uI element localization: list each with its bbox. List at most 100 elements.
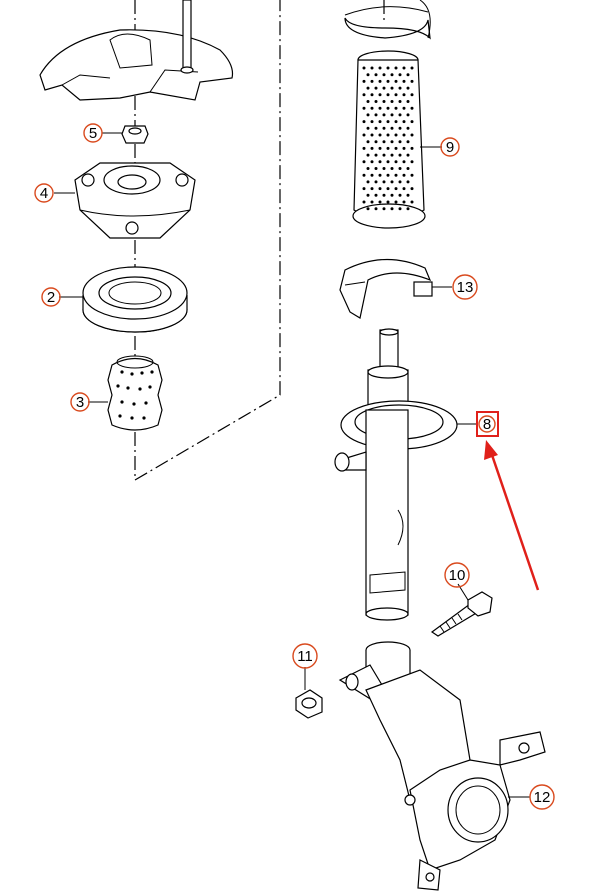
- boot-perforation: [394, 200, 398, 204]
- boot-perforation: [386, 146, 390, 150]
- boot-perforation: [390, 193, 394, 197]
- nut-part-11: [295, 667, 323, 719]
- boot-perforation: [370, 120, 374, 124]
- boot-perforation: [402, 160, 406, 164]
- boot-perforation: [378, 120, 382, 124]
- callout-label: 2: [47, 289, 55, 306]
- nut-part-5: [102, 125, 149, 144]
- boot-perforation: [362, 120, 366, 124]
- boot-perforation: [386, 66, 390, 70]
- boot-perforation: [390, 167, 394, 170]
- boot-perforation: [366, 86, 370, 90]
- boot-perforation: [378, 133, 382, 137]
- boot-perforation: [398, 207, 402, 211]
- boot-perforation: [378, 106, 382, 110]
- boot-perforation: [410, 187, 414, 191]
- boot-perforation: [394, 187, 398, 191]
- boot-perforation: [394, 79, 398, 83]
- boot-perforation: [382, 180, 386, 184]
- boot-perforation: [386, 160, 390, 164]
- boot-perforation: [378, 200, 382, 204]
- boot-perforation: [390, 100, 394, 103]
- boot-perforation: [386, 120, 390, 124]
- boot-perforation: [374, 167, 378, 170]
- boot-perforation: [390, 126, 394, 130]
- boot-perforation: [398, 153, 402, 157]
- boot-perforation: [406, 113, 410, 117]
- boot-perforation: [402, 133, 406, 137]
- boot-perforation: [398, 100, 402, 103]
- boot-perforation: [366, 126, 370, 130]
- callout-label: 13: [457, 279, 474, 296]
- boot-perforation: [410, 106, 414, 110]
- boot-perforation: [402, 93, 406, 97]
- boot-perforation: [374, 180, 378, 184]
- callout-8: 8: [476, 411, 499, 437]
- boot-perforation: [410, 173, 414, 177]
- dust-boot-part-9: [352, 50, 442, 229]
- strut-mount-part-4: [54, 162, 196, 239]
- callout-11: 11: [292, 643, 318, 669]
- boot-perforation: [402, 120, 406, 124]
- boot-perforation: [370, 173, 374, 177]
- boot-perforation: [394, 173, 398, 177]
- boot-perforation: [386, 93, 390, 97]
- boot-perforation: [366, 153, 370, 157]
- boot-perforation: [370, 146, 374, 150]
- boot-perforation: [410, 66, 414, 70]
- boot-perforation: [406, 100, 410, 103]
- boot-perforation: [410, 146, 414, 150]
- callout-label: 8: [483, 416, 491, 433]
- boot-perforation: [386, 106, 390, 110]
- boot-perforation: [386, 79, 390, 83]
- boot-perforation: [362, 93, 366, 97]
- boot-perforation: [366, 193, 370, 197]
- boot-perforation: [410, 93, 414, 97]
- boot-perforation: [390, 140, 394, 144]
- protective-cap: [39, 0, 234, 101]
- boot-perforation: [374, 153, 378, 157]
- boot-perforation: [382, 73, 386, 77]
- boot-perforation: [386, 187, 390, 191]
- bolt-part-10: [430, 583, 493, 637]
- boot-perforation: [366, 100, 370, 103]
- bump-stop-part-3: [88, 355, 163, 431]
- boot-perforation: [406, 207, 410, 211]
- boot-perforation: [410, 133, 414, 137]
- boot-perforation: [378, 93, 382, 97]
- boot-perforation: [406, 167, 410, 170]
- boot-perforation: [362, 187, 366, 191]
- boot-perforation: [394, 106, 398, 110]
- boot-perforation: [382, 193, 386, 197]
- boot-perforation: [410, 79, 414, 83]
- boot-perforation: [390, 73, 394, 77]
- callout-label: 3: [76, 394, 84, 411]
- boot-perforation: [366, 180, 370, 184]
- boot-perforation: [390, 86, 394, 90]
- boot-perforation: [374, 86, 378, 90]
- boot-perforation: [386, 173, 390, 177]
- boot-perforation: [406, 193, 410, 197]
- boot-perforation: [394, 146, 398, 150]
- boot-perforation: [402, 187, 406, 191]
- boot-perforation: [398, 113, 402, 117]
- boot-perforation: [370, 106, 374, 110]
- boot-perforation: [406, 73, 410, 77]
- boot-perforation: [362, 133, 366, 137]
- boot-perforation: [398, 167, 402, 170]
- boot-perforation: [378, 146, 382, 150]
- callout-13: 13: [452, 274, 478, 300]
- boot-perforation: [366, 207, 370, 211]
- boot-perforation: [374, 193, 378, 197]
- boot-perforation: [390, 180, 394, 184]
- boot-perforation: [362, 66, 366, 70]
- callout-10: 10: [444, 562, 470, 588]
- boot-perforation: [402, 79, 406, 83]
- boot-perforation: [378, 187, 382, 191]
- callout-3: 3: [70, 392, 90, 412]
- boot-perforation: [402, 66, 406, 70]
- boot-perforation: [398, 140, 402, 144]
- boot-perforation: [406, 140, 410, 144]
- boot-perforation: [374, 73, 378, 77]
